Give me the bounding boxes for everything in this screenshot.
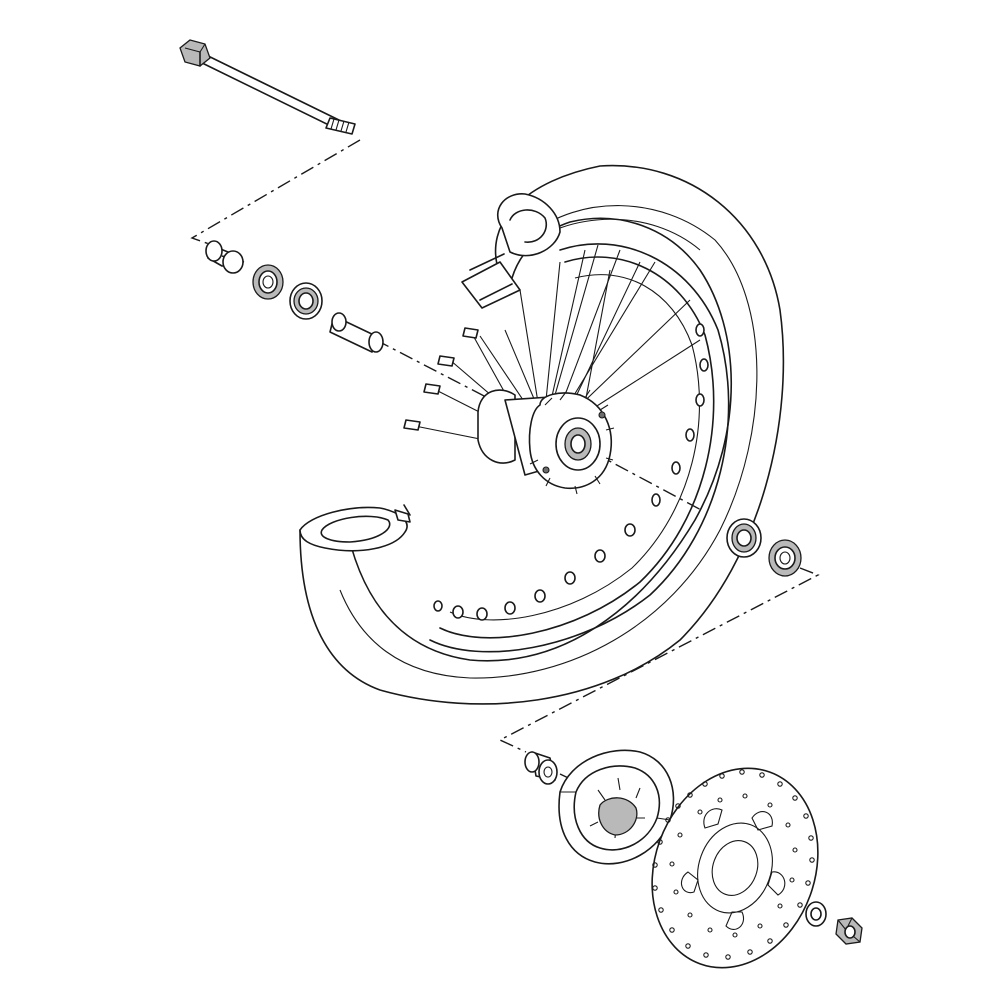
- spacer: [329, 312, 384, 353]
- brake-disc-holes: [652, 769, 815, 960]
- brake-disc: [651, 767, 819, 969]
- washer: [805, 901, 827, 927]
- rim: [429, 243, 730, 653]
- right-collar: [524, 751, 558, 785]
- tire: [299, 164, 785, 705]
- right-bearing: [726, 518, 762, 558]
- axle-nut: [835, 917, 863, 945]
- left-oil-seal: [252, 264, 284, 300]
- left-collar: [205, 240, 245, 274]
- spoke-nipples: [403, 327, 479, 431]
- axle-bolt: [179, 39, 356, 135]
- rim-spoke-holes: [433, 323, 709, 621]
- left-bearing: [289, 282, 323, 320]
- right-oil-seal: [768, 539, 802, 577]
- hub: [477, 389, 615, 495]
- brake-disc-carrier-slots: [680, 808, 786, 930]
- speedometer-gear-unit: [558, 749, 675, 865]
